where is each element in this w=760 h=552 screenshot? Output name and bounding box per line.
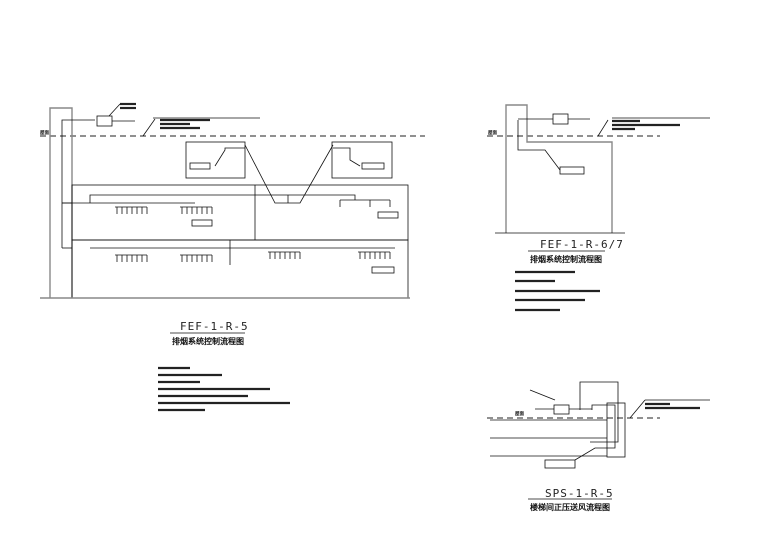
drawing-title: 楼梯间正压送风流程图 (530, 502, 610, 512)
drawing-title: 排烟系统控制流程图 (172, 336, 244, 346)
sps-1-r-5-diagram: 屋面 SPS-1-R-5 楼梯间正压送风流程图 (487, 381, 710, 512)
drawing-code: SPS-1-R-5 (545, 487, 614, 500)
floor-lower (71, 239, 409, 299)
smoke-exhaust-fan (96, 115, 113, 127)
notes (158, 366, 290, 412)
smoke-exhaust-fan (552, 113, 569, 125)
drawing-code: FEF-1-R-5 (180, 320, 249, 333)
roof-label: 屋面 (515, 410, 524, 417)
duct-line (61, 119, 95, 248)
roof-label: 屋面 (488, 129, 497, 136)
control-box-1 (185, 141, 246, 179)
pressurization-fan (553, 404, 570, 415)
control-box-2 (331, 141, 393, 179)
outlet-rows (115, 199, 390, 256)
fef-1-r-6-7-diagram: 屋面 FEF-1-R-6/7 排烟系统控制流程图 (487, 104, 710, 312)
fef-1-r-5-diagram: 屋面 (40, 102, 425, 412)
drawing-code: FEF-1-R-6/7 (540, 238, 624, 251)
drawing-title: 排烟系统控制流程图 (530, 254, 602, 264)
roof-label: 屋面 (40, 129, 49, 136)
